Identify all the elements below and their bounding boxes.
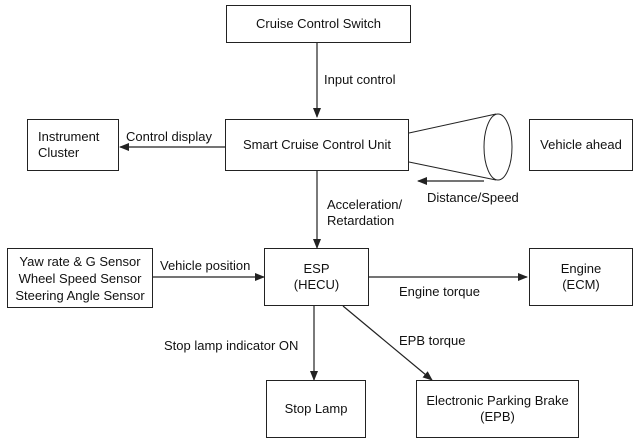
vehicle-ahead-box: Vehicle ahead (529, 119, 633, 171)
label-epb-torque: EPB torque (399, 333, 466, 348)
radar-cone-bottom (408, 161, 497, 181)
label-stop-lamp-indicator: Stop lamp indicator ON (164, 338, 299, 353)
label-engine-torque: Engine torque (399, 284, 480, 299)
arrow-esp-to-epb (342, 305, 433, 381)
cruise-control-switch-box: Cruise Control Switch (226, 5, 411, 43)
electronic-parking-brake-box: Electronic Parking Brake (EPB) (416, 380, 579, 438)
radar-cone-top (408, 113, 497, 134)
radar-cone-mouth (483, 113, 513, 181)
instrument-cluster-box: Instrument Cluster (27, 119, 119, 171)
engine-ecm-box: Engine (ECM) (529, 248, 633, 306)
label-vehicle-position: Vehicle position (160, 258, 251, 273)
stop-lamp-box: Stop Lamp (266, 380, 366, 438)
esp-hecu-box: ESP (HECU) (264, 248, 369, 306)
label-distance-speed: Distance/Speed (427, 190, 519, 205)
sensors-box: Yaw rate & G Sensor Wheel Speed Sensor S… (7, 248, 153, 308)
label-acceleration-retardation: Acceleration/ Retardation (327, 197, 403, 228)
label-control-display: Control display (126, 129, 212, 144)
smart-cruise-control-unit-box: Smart Cruise Control Unit (225, 119, 409, 171)
label-input-control: Input control (324, 72, 396, 87)
